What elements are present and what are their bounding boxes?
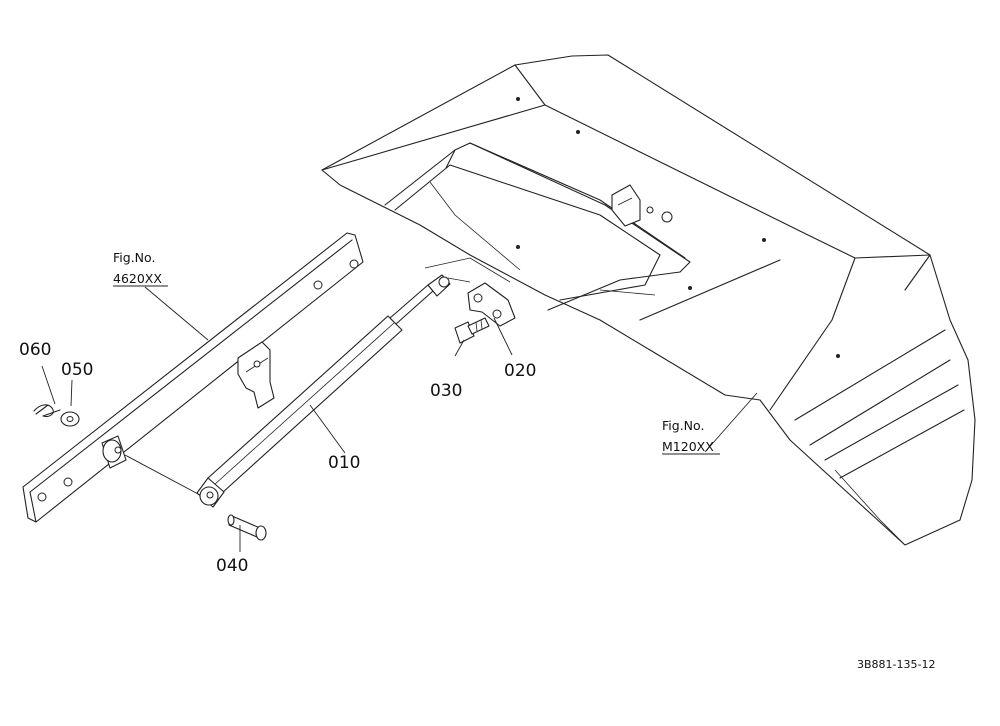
hood-fig-title: Fig.No. <box>662 418 704 433</box>
gas-strut <box>196 257 511 508</box>
frame-fig-number: 4620XX <box>113 271 162 286</box>
strut-bracket <box>467 282 516 327</box>
callout-020: 020 <box>504 361 536 381</box>
r-pin <box>33 404 61 417</box>
leader-lines <box>41 286 758 552</box>
hood-fig-number: M120XX <box>662 439 714 454</box>
clevis-pin <box>227 514 267 541</box>
callout-030: 030 <box>430 381 462 401</box>
drawing-code: 3B881-135-12 <box>857 658 935 671</box>
bolt <box>454 317 490 344</box>
callout-060: 060 <box>19 340 51 360</box>
callout-040: 040 <box>216 556 248 576</box>
callout-010: 010 <box>328 453 360 473</box>
washer <box>60 411 80 427</box>
callout-050: 050 <box>61 360 93 380</box>
frame-fig-title: Fig.No. <box>113 250 155 265</box>
hood-assembly <box>321 54 976 546</box>
frame-bar <box>22 232 364 523</box>
